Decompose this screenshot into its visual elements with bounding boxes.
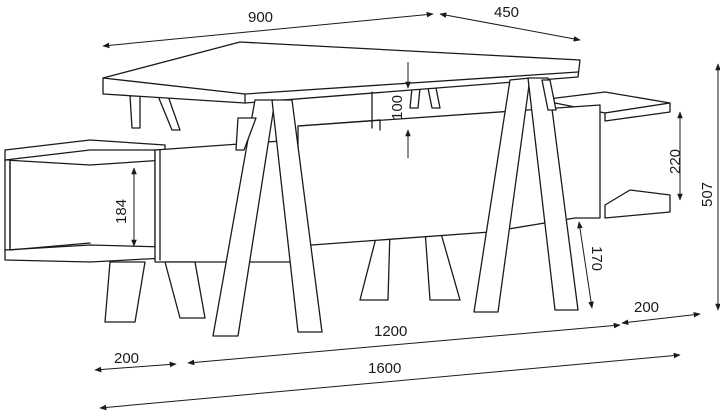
dim-label-100: 100 [389,95,406,120]
left-cubby-body [4,159,11,251]
front-drawer-panel [154,139,296,263]
dim-label-170: 170 [588,246,605,271]
dim-label-1600: 1600 [368,360,401,377]
front-left-leg-a [104,261,146,323]
dimension-lines [94,11,720,411]
dim-label-900: 900 [248,9,273,26]
dim-label-200-right: 200 [634,299,659,316]
back-right-bottom-shelf [604,189,671,219]
dim-label-450: 450 [494,4,519,21]
dim-label-220: 220 [667,149,684,174]
dim-label-507: 507 [699,182,716,207]
dimension-labels: 900 450 100 220 507 184 170 1200 200 200… [113,4,716,377]
furniture-outline [4,41,671,337]
left-cubby-top [4,139,166,166]
dim-label-200-left: 200 [114,350,139,367]
dim-label-184: 184 [113,199,130,224]
back-leg-left [129,95,141,129]
dim-label-1200: 1200 [374,323,407,340]
front-left-leg-b [164,261,206,319]
a-frame-right-leg-1 [473,77,531,313]
a-frame-right-leg-2 [527,77,579,311]
